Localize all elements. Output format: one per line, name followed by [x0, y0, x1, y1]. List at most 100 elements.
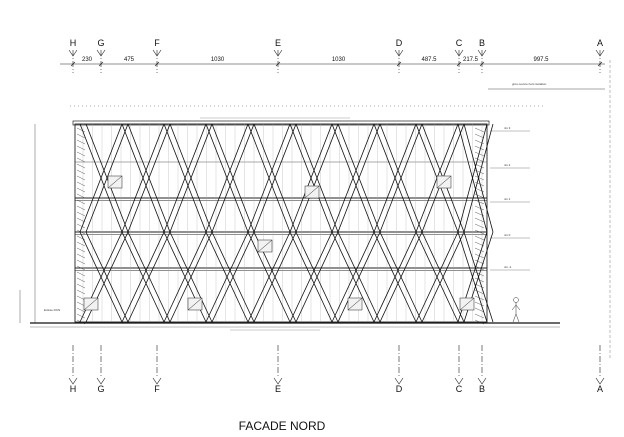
axis-marker-top — [477, 49, 487, 57]
stair-hatch — [76, 199, 86, 205]
dimension-value: 1030 — [211, 57, 225, 63]
diagonal-member — [121, 123, 165, 233]
stair-hatch — [76, 307, 86, 313]
window-diagonal — [257, 239, 273, 253]
level-label: niv 1 — [504, 197, 511, 201]
stair-hatch — [474, 241, 485, 247]
diagonal-member — [205, 123, 249, 233]
level-label: niv 3 — [504, 126, 511, 130]
window-diagonal — [83, 297, 99, 311]
axis-marker-bottom — [152, 377, 162, 385]
dimension-value: 475 — [124, 57, 135, 63]
diagonal-member — [331, 123, 375, 233]
axis-marker-bottom — [595, 377, 605, 385]
stair-hatch — [474, 307, 485, 313]
stair-hatch — [76, 313, 86, 319]
stair-hatch — [76, 247, 86, 253]
diagonal-member — [337, 123, 381, 233]
axis-marker-top — [96, 49, 106, 57]
stair-hatch — [76, 229, 86, 235]
dimension-tick — [479, 61, 485, 67]
stair-hatch — [76, 289, 86, 295]
dimension-value: 1030 — [332, 57, 346, 63]
entry-label: Entrée DCN — [44, 308, 60, 312]
axis-label-bottom: A — [597, 384, 603, 394]
diagonal-member — [211, 231, 255, 323]
stair-hatch — [474, 295, 485, 301]
window-diagonal — [347, 297, 363, 311]
diagonal-member — [163, 123, 207, 233]
diagonal-member — [253, 231, 297, 323]
diagonal-member — [247, 123, 291, 233]
diagonal-member — [127, 231, 171, 323]
stair-hatch — [76, 187, 86, 193]
diagonal-member — [295, 123, 339, 233]
axis-label-top: F — [154, 38, 160, 48]
stair-hatch — [76, 151, 86, 157]
building-elevation — [19, 117, 560, 331]
stair-hatch — [474, 169, 485, 175]
stair-hatch — [76, 127, 86, 133]
diagonal-member — [253, 123, 297, 233]
axis-marker-top — [68, 49, 78, 57]
diagonal-member — [337, 231, 381, 323]
stair-hatch — [76, 205, 86, 211]
axis-marker-bottom — [394, 377, 404, 385]
stair-hatch — [474, 301, 485, 307]
diagonal-member — [169, 231, 213, 323]
stair-hatch — [76, 301, 86, 307]
person-figure — [511, 302, 521, 323]
stair-hatch — [76, 235, 86, 241]
stair-hatch — [76, 217, 86, 223]
window-diagonal — [459, 297, 475, 311]
dimension-tick — [597, 61, 603, 67]
stair-hatch — [76, 145, 86, 151]
diagonal-member — [379, 231, 423, 323]
diagonal-member — [463, 123, 494, 233]
diagonal-member — [331, 231, 375, 323]
stair-hatch — [76, 253, 86, 259]
axis-marker-top — [595, 49, 605, 57]
diagonal-member — [85, 123, 129, 233]
stair-hatch — [76, 133, 86, 139]
diagonal-member — [247, 231, 291, 323]
diagonal-member — [205, 231, 249, 323]
diagonal-member — [379, 123, 423, 233]
stair-hatch — [474, 265, 485, 271]
axis-label-bottom: B — [479, 384, 485, 394]
axis-label-bottom: G — [97, 384, 104, 394]
stair-hatch — [474, 127, 485, 133]
axis-label-top: E — [275, 38, 281, 48]
diagonal-member — [373, 123, 417, 233]
dimension-tick — [98, 61, 104, 67]
diagonal-member — [289, 231, 333, 323]
window-diagonal — [304, 185, 320, 199]
axis-marker-bottom — [68, 377, 78, 385]
stair-hatch — [76, 175, 86, 181]
stair-hatch — [474, 271, 485, 277]
dimension-tick — [396, 61, 402, 67]
stair-hatch — [76, 163, 86, 169]
stair-hatch — [76, 139, 86, 145]
stair-hatch — [76, 211, 86, 217]
dimension-value: 230 — [82, 57, 93, 63]
stair-hatch — [474, 217, 485, 223]
axis-label-top: G — [97, 38, 104, 48]
stair-hatch — [76, 295, 86, 301]
dimension-tick — [456, 61, 462, 67]
stair-hatch — [474, 151, 485, 157]
axis-marker-top — [454, 49, 464, 57]
stair-hatch — [474, 193, 485, 199]
stair-hatch — [474, 181, 485, 187]
stair-hatch — [474, 253, 485, 259]
diagonal-member — [169, 123, 213, 233]
stair-hatch — [474, 205, 485, 211]
axis-label-bottom: D — [396, 384, 403, 394]
dimension-tick — [275, 61, 281, 67]
diagonal-member — [457, 123, 488, 233]
diagonal-member — [163, 231, 207, 323]
